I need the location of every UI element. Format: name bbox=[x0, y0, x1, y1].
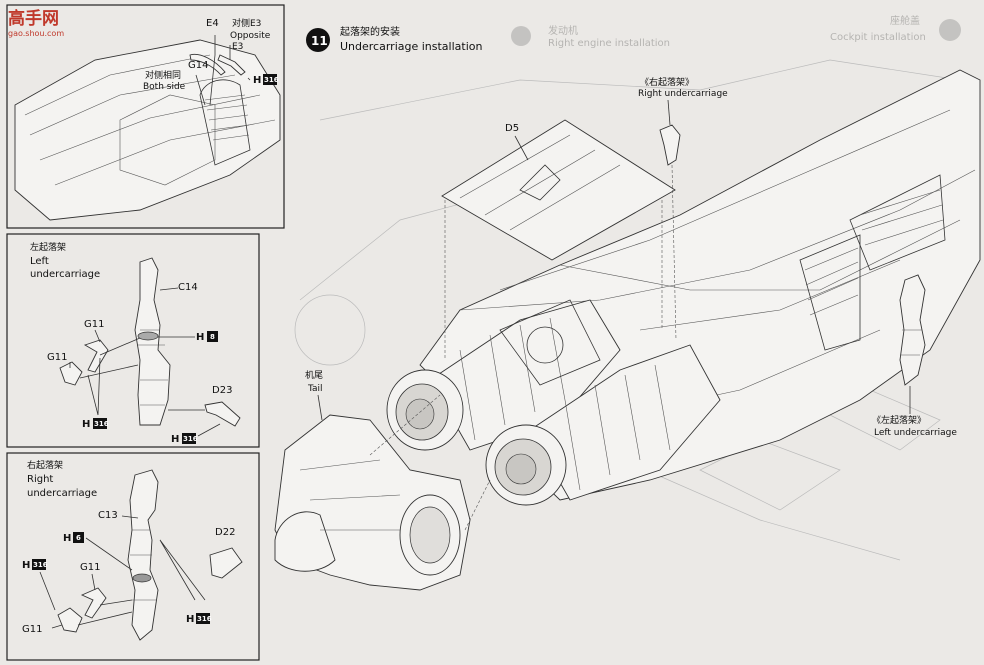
inset3-title-en1: Right bbox=[27, 474, 53, 485]
svg-text:H: H bbox=[186, 614, 194, 625]
label-d23: D23 bbox=[212, 385, 232, 396]
putty-tag-h316-a: H 316 bbox=[82, 418, 109, 430]
svg-text:H: H bbox=[63, 533, 71, 544]
svg-text:H: H bbox=[22, 560, 30, 571]
svg-text:Cockpit installation: Cockpit installation bbox=[830, 32, 926, 43]
inset-frame-1 bbox=[6, 4, 285, 229]
step-number: 11 bbox=[311, 34, 328, 48]
inset-panel-right-undercarriage: 右起落架 Right undercarriage C13 H 6 D22 H 3… bbox=[6, 452, 260, 661]
inset-panel-exhaust-detail: E4 对侧E3 Opposite E3 G14 对侧相同 Both side H… bbox=[6, 4, 285, 229]
putty-tag-h316-d: H 316 bbox=[22, 559, 48, 571]
label-g11-d: G11 bbox=[22, 624, 42, 635]
step-title-cn: 起落架的安装 bbox=[340, 25, 400, 38]
left-uc-bay bbox=[799, 234, 861, 351]
label-e4: E4 bbox=[206, 18, 219, 29]
ghost-step-13: 发动机 Right engine installation bbox=[511, 24, 670, 49]
part-d5-panel: D5 bbox=[441, 119, 676, 261]
inset-panel-left-undercarriage: 左起落架 Left undercarriage C14 G11 G11 H 8 … bbox=[6, 233, 260, 448]
svg-text:H: H bbox=[196, 332, 204, 343]
label-left-uc-en: Left undercarriage bbox=[874, 428, 957, 438]
svg-text:316: 316 bbox=[94, 420, 109, 428]
putty-tag-h6: H 6 bbox=[63, 532, 84, 544]
svg-text:座舱盖: 座舱盖 bbox=[890, 14, 920, 27]
label-d5: D5 bbox=[505, 123, 519, 134]
watermark: 高手网 gao.shou.com bbox=[8, 8, 64, 38]
label-g11-c: G11 bbox=[80, 562, 100, 573]
part-g11-d bbox=[57, 607, 83, 633]
svg-text:H: H bbox=[171, 434, 179, 445]
part-left-undercarriage-main: 《左起落架》 Left undercarriage bbox=[872, 274, 957, 438]
left-engine-nozzle bbox=[386, 299, 621, 451]
label-e3-cn: 对侧E3 bbox=[232, 17, 261, 29]
inset-frame-3 bbox=[6, 452, 260, 661]
part-tail-cone: 机尾 Tail bbox=[274, 369, 491, 591]
part-e3 bbox=[217, 54, 246, 76]
step-header: 11 起落架的安装 Undercarriage installation bbox=[306, 25, 483, 53]
label-g14: G14 bbox=[188, 60, 208, 71]
label-g11-b: G11 bbox=[47, 352, 67, 363]
watermark-url: gao.shou.com bbox=[8, 29, 64, 38]
svg-text:316: 316 bbox=[183, 435, 198, 443]
part-g11-upper bbox=[83, 339, 109, 373]
label-both-cn: 对侧相同 bbox=[145, 69, 181, 81]
step-title-en: Undercarriage installation bbox=[340, 40, 483, 53]
engine-inner-detail bbox=[499, 299, 601, 386]
svg-text:316: 316 bbox=[264, 76, 279, 84]
label-g11-a: G11 bbox=[84, 319, 104, 330]
part-d22 bbox=[209, 547, 243, 579]
step-number-badge bbox=[306, 28, 330, 52]
label-left-uc-cn: 《左起落架》 bbox=[872, 414, 926, 426]
exhaust-bay bbox=[199, 79, 251, 166]
aircraft-rear-fuselage bbox=[386, 69, 981, 506]
svg-text:316: 316 bbox=[33, 561, 48, 569]
svg-text:Right engine installation: Right engine installation bbox=[548, 38, 670, 49]
part-g11-lower bbox=[59, 361, 83, 386]
inset3-title-cn: 右起落架 bbox=[27, 459, 63, 471]
inset2-title-cn: 左起落架 bbox=[30, 241, 66, 253]
svg-text:发动机: 发动机 bbox=[548, 24, 578, 37]
inset2-title-en2: undercarriage bbox=[30, 269, 100, 280]
tail-cone-tip bbox=[274, 511, 336, 572]
watermark-title: 高手网 bbox=[8, 8, 59, 29]
label-e3-en1: Opposite bbox=[230, 31, 271, 41]
part-g11-c bbox=[80, 587, 107, 619]
label-c13: C13 bbox=[98, 510, 118, 521]
label-tail-en: Tail bbox=[307, 384, 323, 394]
ghost-step-10: 座舱盖 Cockpit installation bbox=[830, 14, 961, 43]
label-right-uc-cn: 《右起落架》 bbox=[640, 76, 694, 88]
svg-text:8: 8 bbox=[210, 333, 215, 341]
label-both-en: Both side bbox=[143, 82, 186, 92]
inset3-title-en2: undercarriage bbox=[27, 488, 97, 499]
svg-text:316: 316 bbox=[197, 615, 212, 623]
inset2-title-en1: Left bbox=[30, 256, 49, 267]
right-engine-nozzle bbox=[485, 344, 721, 506]
svg-text:6: 6 bbox=[76, 534, 81, 542]
putty-tag-h8: H 8 bbox=[196, 331, 218, 343]
putty-tag-h316: H 316 bbox=[253, 74, 279, 86]
putty-tag-h316-b: H 316 bbox=[171, 433, 198, 445]
part-right-undercarriage-main: 《右起落架》 Right undercarriage bbox=[638, 76, 728, 341]
svg-text:H: H bbox=[253, 75, 261, 86]
label-tail-cn: 机尾 bbox=[305, 369, 323, 381]
inset-frame-2 bbox=[6, 233, 260, 448]
right-uc-bay bbox=[849, 174, 946, 271]
label-e3-en2: E3 bbox=[232, 42, 243, 52]
putty-tag-h316-c: H 316 bbox=[186, 613, 212, 625]
label-c14: C14 bbox=[178, 282, 198, 293]
part-e4 bbox=[189, 53, 226, 76]
label-d22: D22 bbox=[215, 527, 235, 538]
svg-text:H: H bbox=[82, 419, 90, 430]
part-d23 bbox=[204, 401, 241, 427]
label-right-uc-en: Right undercarriage bbox=[638, 89, 728, 99]
strut-c14 bbox=[134, 257, 171, 426]
